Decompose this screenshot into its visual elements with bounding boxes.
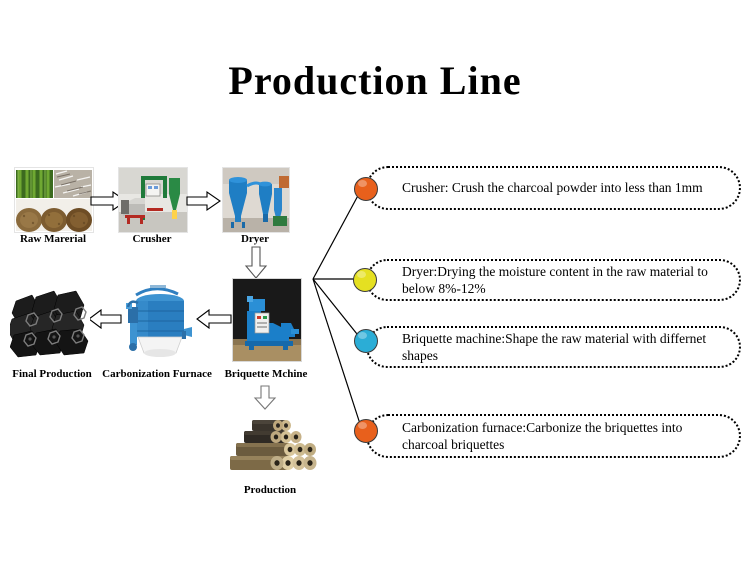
callout-carbonization-furnace[interactable]: Carbonization furnace:Carbonize the briq… bbox=[366, 414, 741, 458]
callout-briquette-line-1: Briquette machine:Shape the raw material… bbox=[402, 330, 707, 346]
arrow-carbonization-to-final bbox=[88, 308, 122, 335]
photo-raw-material-collage bbox=[14, 167, 94, 233]
callout-briquette-line-2: shapes bbox=[402, 348, 438, 363]
arrow-briquette-to-carbonization bbox=[196, 308, 232, 335]
photo-cyclone-dryer bbox=[222, 167, 290, 233]
arrow-briquette-to-production bbox=[252, 385, 278, 416]
callout-dryer-line-1: Dryer:Drying the moisture content in the… bbox=[402, 263, 708, 279]
arrow-dryer-to-briquette bbox=[243, 246, 269, 285]
callout-dryer[interactable]: Dryer:Drying the moisture content in the… bbox=[366, 259, 741, 301]
label-dryer: Dryer bbox=[240, 233, 270, 245]
photo-crusher-machine bbox=[118, 167, 188, 233]
callout-crusher-text: Crusher: Crush the charcoal powder into … bbox=[402, 179, 703, 196]
callout-briquette-machine-text: Briquette machine:Shape the raw material… bbox=[402, 330, 706, 365]
callout-carbonization-line-2: charcoal briquettes bbox=[402, 437, 505, 452]
callout-carbonization-furnace-text: Carbonization furnace:Carbonize the briq… bbox=[402, 419, 682, 454]
orange-bullet-icon bbox=[354, 419, 378, 443]
photo-carbonization-furnace bbox=[120, 281, 192, 359]
label-raw-material: Raw Marerial bbox=[19, 233, 87, 245]
callout-crusher-line-1: Crusher: Crush the charcoal powder into … bbox=[402, 180, 703, 196]
arrow-crusher-to-dryer bbox=[186, 190, 222, 217]
label-carbonization-furnace: Carbonization Furnace bbox=[102, 368, 212, 380]
callout-dryer-text: Dryer:Drying the moisture content in the… bbox=[402, 263, 708, 298]
blue-bullet-icon bbox=[354, 329, 378, 353]
callout-briquette-machine[interactable]: Briquette machine:Shape the raw material… bbox=[366, 326, 741, 368]
callout-crusher[interactable]: Crusher: Crush the charcoal powder into … bbox=[366, 166, 741, 210]
photo-charcoal-sticks bbox=[10, 285, 90, 359]
page-title: Production Line bbox=[228, 58, 522, 103]
orange-bullet-icon bbox=[354, 177, 378, 201]
photo-briquette-machine bbox=[232, 278, 302, 362]
callout-dryer-line-2: below 8%-12% bbox=[402, 281, 486, 296]
callout-carbonization-line-1: Carbonization furnace:Carbonize the briq… bbox=[402, 419, 683, 435]
label-final-production: Final Production bbox=[12, 368, 92, 380]
photo-briquette-stack bbox=[222, 412, 318, 478]
label-production: Production bbox=[243, 484, 297, 496]
yellow-bullet-icon bbox=[353, 268, 377, 292]
label-crusher: Crusher bbox=[132, 233, 172, 245]
label-briquette-machine: Briquette Mchine bbox=[224, 368, 308, 380]
